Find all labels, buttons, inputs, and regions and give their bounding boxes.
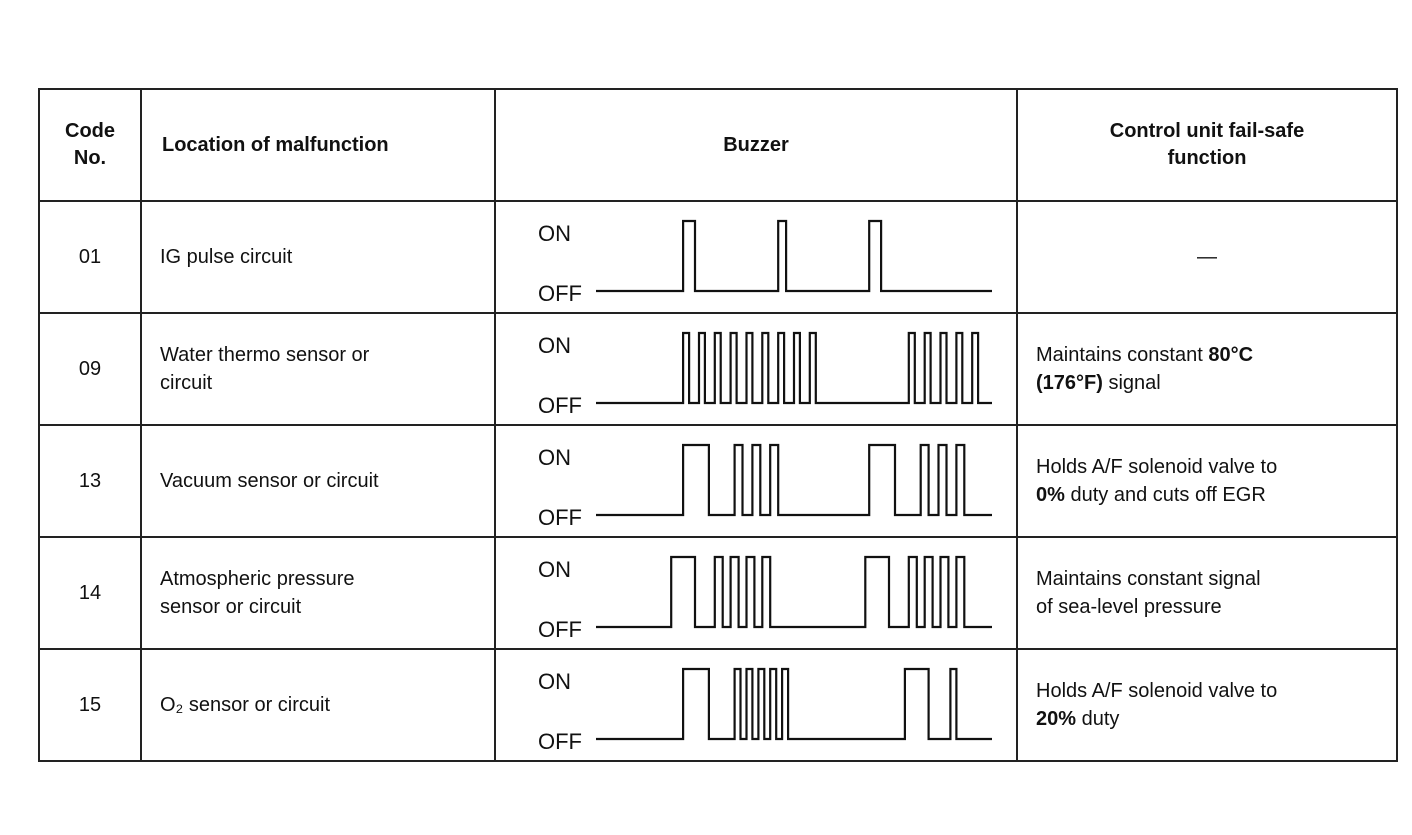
header-buzzer: Buzzer bbox=[494, 88, 1018, 202]
failsafe-function: Holds A/F solenoid valve to 20% duty bbox=[1016, 648, 1398, 762]
failsafe-text: Holds A/F solenoid valve to bbox=[1036, 456, 1278, 478]
failsafe-line: — bbox=[1018, 243, 1396, 271]
location-line: circuit bbox=[160, 372, 213, 394]
location-line: sensor or circuit bbox=[160, 596, 302, 618]
buzzer-waveform: ON OFF bbox=[538, 667, 992, 754]
buzzer-pattern: ON OFF bbox=[494, 312, 1018, 426]
malfunction-location: Vacuum sensor or circuit bbox=[140, 424, 496, 538]
malfunction-location: Water thermo sensor or circuit bbox=[140, 312, 496, 426]
table-row: 15 O₂ sensor or circuit ON OFF Holds A/F sol… bbox=[38, 648, 1398, 762]
buzzer-waveform: ON OFF bbox=[538, 555, 992, 642]
failsafe-text: duty bbox=[1076, 708, 1120, 730]
header-failsafe-line1: Control unit fail-safe bbox=[1109, 120, 1305, 142]
buzzer-waveform: ON OFF bbox=[538, 443, 992, 530]
failsafe-text: duty and cuts off EGR bbox=[1064, 484, 1266, 506]
location-line: IG pulse circuit bbox=[160, 246, 293, 268]
failsafe-text: signal bbox=[1102, 372, 1161, 394]
failsafe-function: — bbox=[1016, 200, 1398, 314]
code-number: 13 bbox=[38, 424, 142, 538]
header-code-no: Code No. bbox=[38, 88, 142, 202]
code-number: 09 bbox=[38, 312, 142, 426]
failsafe-text: Maintains constant bbox=[1036, 344, 1209, 366]
location-line: Atmospheric pressure bbox=[160, 568, 355, 590]
failsafe-text: — bbox=[1197, 246, 1217, 268]
buzzer-signal-line bbox=[596, 331, 992, 405]
buzzer-signal-line bbox=[596, 667, 992, 741]
buzzer-signal-line bbox=[596, 219, 992, 293]
malfunction-code-table: Code No. Location of malfunction Buzzer … bbox=[38, 88, 1398, 762]
location-line: Water thermo sensor or bbox=[160, 344, 370, 366]
buzzer-on-label: ON bbox=[538, 221, 571, 246]
failsafe-line: 20% duty bbox=[1036, 705, 1396, 733]
failsafe-line: Maintains constant signal bbox=[1036, 565, 1396, 593]
header-code-line1: Code bbox=[65, 120, 115, 142]
failsafe-function: Maintains constant 80°C(176°F) signal bbox=[1016, 312, 1398, 426]
location-line: Vacuum sensor or circuit bbox=[160, 470, 379, 492]
code-number: 01 bbox=[38, 200, 142, 314]
buzzer-off-label: OFF bbox=[538, 505, 582, 530]
table-row: 01 IG pulse circuit ON OFF — bbox=[38, 200, 1398, 314]
failsafe-emphasis: 80°C bbox=[1208, 344, 1254, 366]
header-failsafe: Control unit fail-safe function bbox=[1016, 88, 1398, 202]
malfunction-location: O₂ sensor or circuit bbox=[140, 648, 496, 762]
failsafe-emphasis: 0% bbox=[1036, 484, 1065, 506]
header-row: Code No. Location of malfunction Buzzer … bbox=[38, 88, 1398, 202]
failsafe-line: Holds A/F solenoid valve to bbox=[1036, 453, 1396, 481]
table-row: 09 Water thermo sensor or circuit ON OFF Main… bbox=[38, 312, 1398, 426]
buzzer-signal-line bbox=[596, 555, 992, 629]
failsafe-emphasis: (176°F) bbox=[1036, 372, 1103, 394]
header-code-line2: No. bbox=[73, 147, 107, 169]
buzzer-on-label: ON bbox=[538, 557, 571, 582]
code-number: 15 bbox=[38, 648, 142, 762]
buzzer-signal-line bbox=[596, 443, 992, 517]
failsafe-line: Maintains constant 80°C bbox=[1036, 341, 1396, 369]
failsafe-function: Maintains constant signal of sea-level pr… bbox=[1016, 536, 1398, 650]
buzzer-pattern: ON OFF bbox=[494, 424, 1018, 538]
buzzer-off-label: OFF bbox=[538, 393, 582, 418]
buzzer-waveform: ON OFF bbox=[538, 331, 992, 418]
buzzer-pattern: ON OFF bbox=[494, 536, 1018, 650]
buzzer-off-label: OFF bbox=[538, 281, 582, 306]
buzzer-on-label: ON bbox=[538, 333, 571, 358]
buzzer-pattern: ON OFF bbox=[494, 648, 1018, 762]
location-line: O₂ sensor or circuit bbox=[160, 694, 331, 716]
failsafe-text: of sea-level pressure bbox=[1036, 596, 1222, 618]
buzzer-pattern: ON OFF bbox=[494, 200, 1018, 314]
header-failsafe-line2: function bbox=[1167, 147, 1247, 169]
code-number: 14 bbox=[38, 536, 142, 650]
malfunction-location: IG pulse circuit bbox=[140, 200, 496, 314]
buzzer-on-label: ON bbox=[538, 445, 571, 470]
failsafe-line: Holds A/F solenoid valve to bbox=[1036, 677, 1396, 705]
buzzer-on-label: ON bbox=[538, 669, 571, 694]
failsafe-function: Holds A/F solenoid valve to 0% duty and c… bbox=[1016, 424, 1398, 538]
buzzer-off-label: OFF bbox=[538, 729, 582, 754]
failsafe-line: of sea-level pressure bbox=[1036, 593, 1396, 621]
failsafe-line: 0% duty and cuts off EGR bbox=[1036, 481, 1396, 509]
table-row: 13 Vacuum sensor or circuit ON OFF Holds A/F… bbox=[38, 424, 1398, 538]
failsafe-text: Holds A/F solenoid valve to bbox=[1036, 680, 1278, 702]
failsafe-line: (176°F) signal bbox=[1036, 369, 1396, 397]
failsafe-text: Maintains constant signal bbox=[1036, 568, 1261, 590]
malfunction-location: Atmospheric pressure sensor or circuit bbox=[140, 536, 496, 650]
buzzer-off-label: OFF bbox=[538, 617, 582, 642]
header-location: Location of malfunction bbox=[140, 88, 496, 202]
failsafe-emphasis: 20% bbox=[1036, 708, 1077, 730]
buzzer-waveform: ON OFF bbox=[538, 219, 992, 306]
